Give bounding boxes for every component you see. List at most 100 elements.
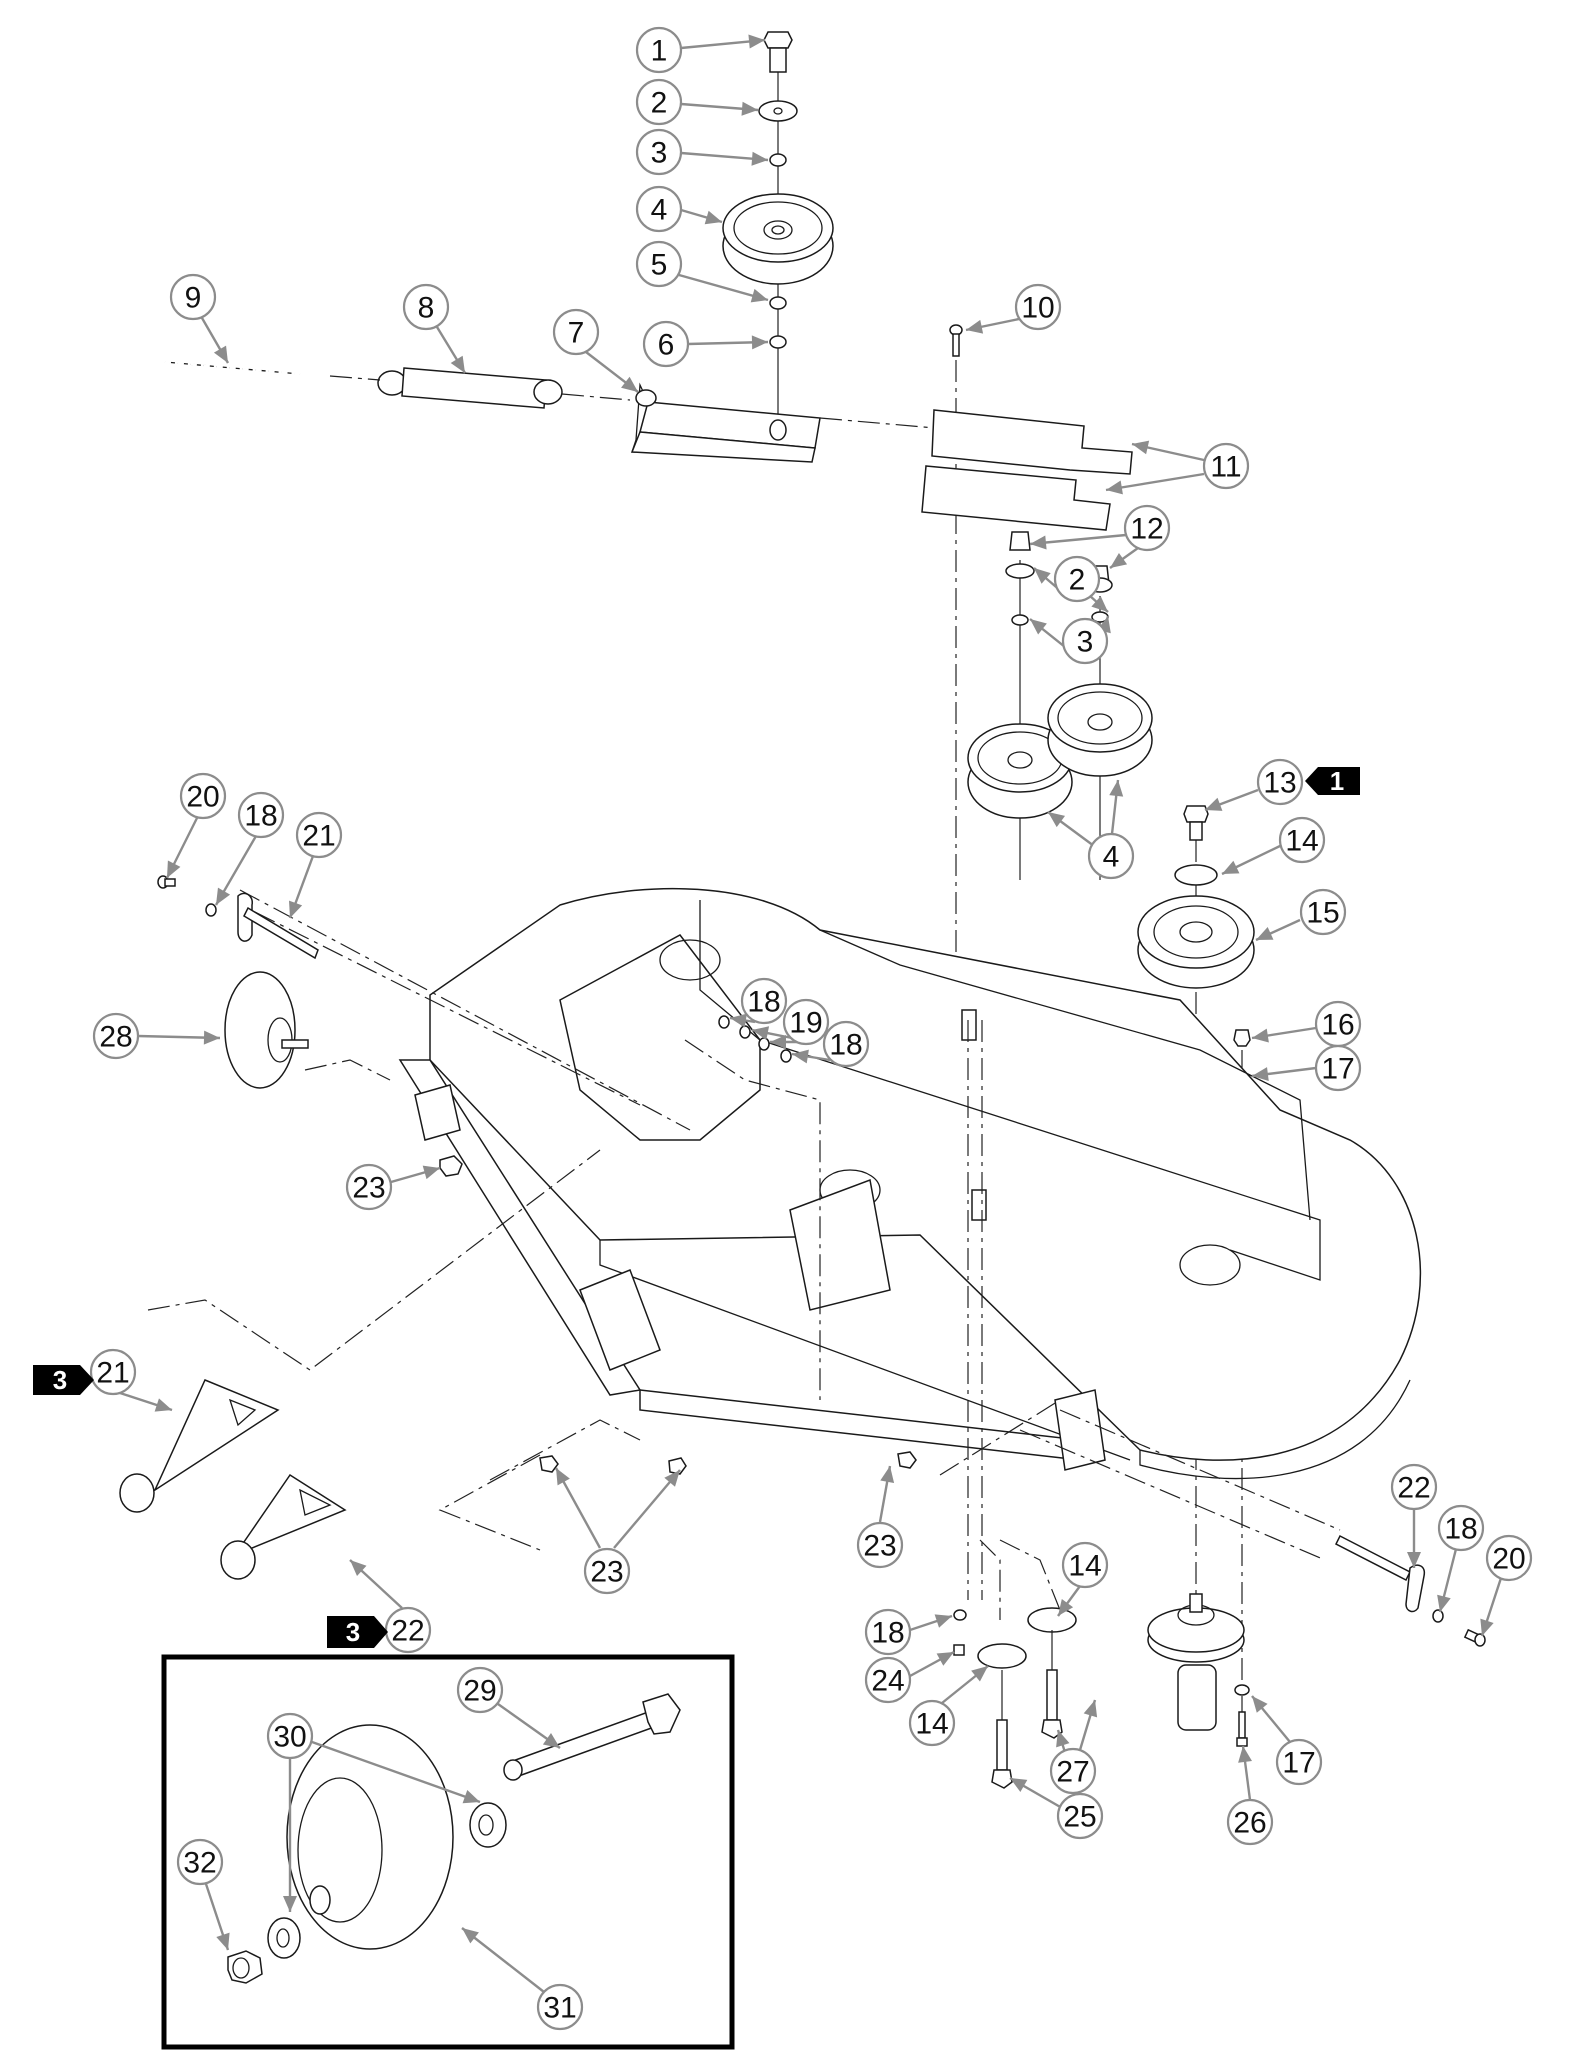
arrowhead-icon: [1109, 780, 1124, 797]
nut-icon: [1233, 1029, 1251, 1047]
callout-number: 22: [391, 1615, 424, 1648]
arrowhead-icon: [750, 288, 768, 303]
anti-scalp-arm-right: [220, 1473, 347, 1580]
arrowhead-icon: [1056, 1730, 1070, 1748]
gauge-pin-icon: [237, 892, 319, 960]
reference-tag-21[interactable]: 3: [33, 1365, 94, 1395]
spindle-housing-icon: [1147, 1593, 1245, 1731]
callout-13[interactable]: 13: [1256, 758, 1304, 806]
callout-29[interactable]: 29: [456, 1666, 504, 1714]
callout-number: 27: [1056, 1756, 1089, 1789]
callout-31[interactable]: 31: [536, 1983, 584, 2031]
callout-20[interactable]: 20: [1485, 1534, 1533, 1582]
callout-16[interactable]: 16: [1314, 1000, 1362, 1048]
callout-number: 4: [651, 194, 668, 227]
callout-20[interactable]: 20: [179, 772, 227, 820]
callout-number: 3: [651, 137, 668, 170]
callout-25[interactable]: 25: [1056, 1792, 1104, 1840]
callout-21[interactable]: 21: [89, 1348, 137, 1396]
callout-9[interactable]: 9: [169, 273, 217, 321]
callout-17[interactable]: 17: [1275, 1738, 1323, 1786]
callout-10[interactable]: 10: [1014, 283, 1062, 331]
callout-22[interactable]: 22: [384, 1606, 432, 1654]
bolt-icon: [1463, 1628, 1486, 1647]
arrowhead-icon: [1205, 797, 1223, 811]
hanger-bracket-icon: [579, 1269, 661, 1371]
callout-21[interactable]: 21: [295, 811, 343, 859]
callout-circle: [635, 240, 683, 288]
callout-6[interactable]: 6: [642, 320, 690, 368]
callout-24[interactable]: 24: [864, 1656, 912, 1704]
callout-17[interactable]: 17: [1314, 1044, 1362, 1092]
callout-number: 18: [871, 1617, 904, 1650]
arrowhead-icon: [556, 1468, 570, 1486]
callout-4[interactable]: 4: [635, 185, 683, 233]
callout-19[interactable]: 19: [782, 998, 830, 1046]
callout-3[interactable]: 3: [1061, 617, 1109, 665]
callout-26[interactable]: 26: [1226, 1798, 1274, 1846]
callout-number: 12: [1130, 513, 1163, 546]
callout-23[interactable]: 23: [583, 1547, 631, 1595]
nut-icon: [897, 1451, 917, 1469]
tension-arm-bracket: [630, 382, 821, 463]
callout-number: 20: [1492, 1543, 1525, 1576]
callout-number: 21: [302, 820, 335, 853]
callout-18[interactable]: 18: [740, 977, 788, 1025]
callout-1[interactable]: 1: [635, 26, 683, 74]
callout-number: 29: [463, 1675, 496, 1708]
callout-number: 3: [1077, 626, 1094, 659]
arrowhead-icon: [1252, 1067, 1269, 1081]
spring-icon: [377, 367, 563, 409]
callout-11[interactable]: 11: [1202, 442, 1250, 490]
callout-18[interactable]: 18: [237, 791, 285, 839]
callout-number: 14: [1285, 825, 1318, 858]
callout-number: 25: [1063, 1801, 1096, 1834]
callout-circle: [1437, 1504, 1485, 1552]
callout-14[interactable]: 14: [908, 1699, 956, 1747]
callout-number: 23: [590, 1556, 623, 1589]
callout-7[interactable]: 7: [552, 308, 600, 356]
callout-27[interactable]: 27: [1049, 1747, 1097, 1795]
arrowhead-icon: [213, 345, 228, 363]
callout-3[interactable]: 3: [635, 128, 683, 176]
callout-32[interactable]: 32: [176, 1838, 224, 1886]
leader-line: [461, 1927, 545, 1993]
callout-23[interactable]: 23: [345, 1163, 393, 1211]
callout-8[interactable]: 8: [402, 283, 450, 331]
arrowhead-icon: [542, 1733, 560, 1748]
washer-icon: [469, 1802, 507, 1848]
callout-number: 10: [1021, 292, 1054, 325]
reference-tag-13[interactable]: 1: [1305, 766, 1360, 796]
arrowhead-icon: [1106, 480, 1123, 495]
callout-4[interactable]: 4: [1087, 832, 1135, 880]
callout-circle: [1014, 283, 1062, 331]
callout-28[interactable]: 28: [92, 1012, 140, 1060]
arrowhead-icon: [462, 1790, 480, 1804]
callout-number: 17: [1321, 1053, 1354, 1086]
callout-2[interactable]: 2: [635, 78, 683, 126]
callout-number: 18: [244, 800, 277, 833]
reference-tag-22[interactable]: 3: [327, 1616, 388, 1648]
callout-18[interactable]: 18: [864, 1608, 912, 1656]
callout-circle: [822, 1020, 870, 1068]
washer-icon: [267, 1917, 301, 1959]
washer-icon: [758, 100, 798, 122]
callout-14[interactable]: 14: [1278, 816, 1326, 864]
callout-18[interactable]: 18: [1437, 1504, 1485, 1552]
arrowhead-icon: [971, 1666, 988, 1682]
callout-2[interactable]: 2: [1053, 555, 1101, 603]
callout-15[interactable]: 15: [1299, 888, 1347, 936]
callout-23[interactable]: 23: [856, 1521, 904, 1569]
arrowhead-icon: [450, 355, 465, 373]
idler-pulley-icon: [722, 193, 834, 285]
callout-14[interactable]: 14: [1061, 1541, 1109, 1589]
callout-number: 14: [1068, 1550, 1101, 1583]
arrowhead-icon: [664, 1470, 680, 1487]
callout-22[interactable]: 22: [1390, 1463, 1438, 1511]
callout-30[interactable]: 30: [266, 1712, 314, 1760]
callout-circle: [92, 1012, 140, 1060]
callout-circle: [1061, 617, 1109, 665]
callout-12[interactable]: 12: [1123, 504, 1171, 552]
callout-5[interactable]: 5: [635, 240, 683, 288]
callout-18[interactable]: 18: [822, 1020, 870, 1068]
